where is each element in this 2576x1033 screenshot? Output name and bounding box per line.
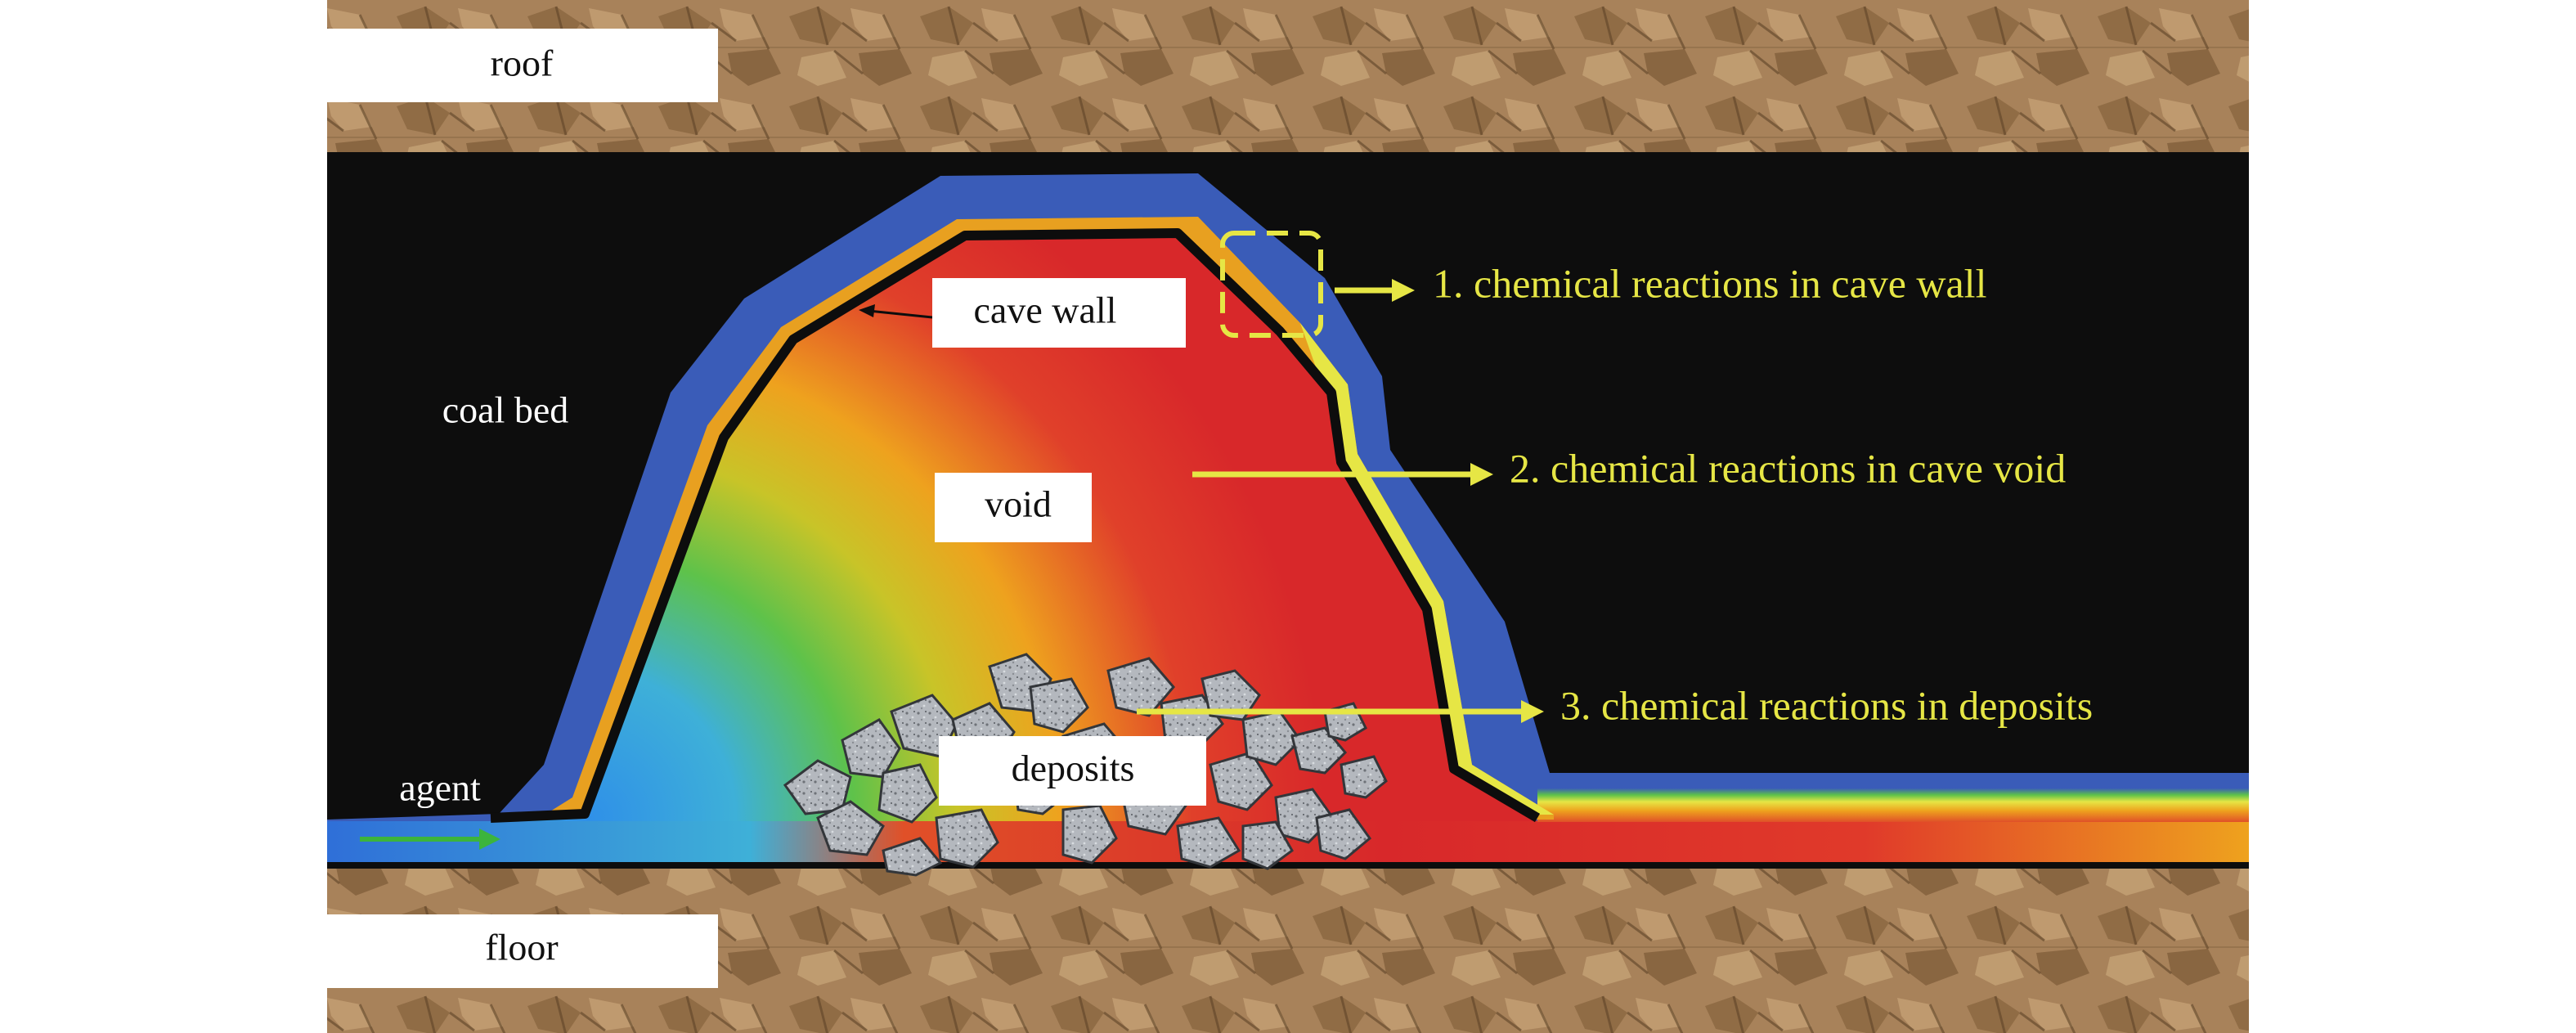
void-label: void [985,483,1052,525]
annotation-1: 1. chemical reactions in cave wall [1433,260,1986,306]
annotation-2: 2. chemical reactions in cave void [1510,445,2066,491]
floor-label-box [327,914,718,988]
coal-bed-label: coal bed [442,389,569,431]
cave-wall-label-box [932,278,1186,348]
cave-wall-outline [490,228,1541,823]
annotation-2-arrow-head [1470,463,1493,486]
deposits-label: deposits [1012,748,1135,789]
void-label-box [935,473,1092,542]
cave-wall-pointer [868,309,933,319]
agent-label: agent [399,767,481,809]
agent-arrow-head [479,829,500,850]
reaction-zone-box [1220,231,1323,338]
annotation-3: 3. chemical reactions in deposits [1560,682,2093,728]
inner-wall-yellow [1300,323,1554,815]
floor-label: floor [485,927,558,968]
cave-wall-label: cave wall [974,290,1117,331]
roof-label-box [327,29,718,102]
annotation-1-arrow-head [1392,279,1415,302]
annotation-3-arrow-head [1521,700,1544,723]
wall-tail [1537,777,2249,822]
roof-label: roof [491,43,554,84]
deposits-label-box [939,736,1206,806]
cave-wall-pointer-head [859,304,875,317]
